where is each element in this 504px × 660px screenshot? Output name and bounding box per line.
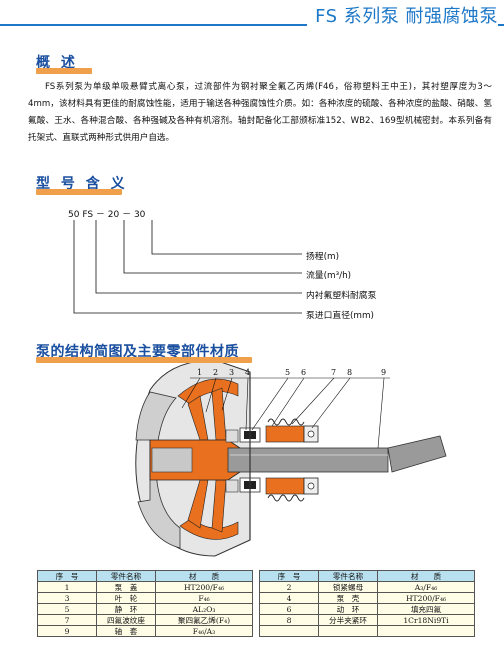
cell: A₃/F₄₆ bbox=[377, 581, 475, 593]
parts-table: 序 号 零件名称 材 质 序 号 零件名称 材 质 1 泵 盖 HT200/F₄… bbox=[37, 570, 475, 637]
callout-leaders bbox=[181, 377, 390, 449]
model-heading: 型 号 含 义 bbox=[36, 176, 128, 192]
legend-type: 内衬氟塑料耐腐泵 bbox=[306, 291, 377, 301]
cell bbox=[259, 625, 319, 637]
cell: 1 bbox=[37, 581, 97, 593]
pump-cross-section bbox=[135, 359, 447, 557]
structure-heading: 泵的结构简图及主要零部件材质 bbox=[36, 344, 239, 360]
col-header-no: 序 号 bbox=[37, 570, 97, 582]
structure-heading-bar bbox=[36, 357, 252, 363]
cell: 四氟波纹座 bbox=[96, 614, 156, 626]
table-row: 3 叶 轮 F₄₆ 4 泵 壳 HT200/F₄₆ bbox=[37, 592, 475, 604]
cell: 泵 盖 bbox=[96, 581, 156, 593]
cell: AL₂O₃ bbox=[155, 603, 253, 615]
cell: 轴 套 bbox=[96, 625, 156, 637]
callout-3: 3 bbox=[229, 368, 235, 377]
table-row: 9 轴 套 F₄₆/A₃ bbox=[37, 625, 475, 637]
cell: 锁紧螺母 bbox=[318, 581, 378, 593]
table-row: 5 静 环 AL₂O₃ 6 动 环 填充四氟 bbox=[37, 603, 475, 615]
cell: 聚四氟乙烯(F₄) bbox=[155, 614, 253, 626]
cell: 动 环 bbox=[318, 603, 378, 615]
cell: 1Cr18Ni9Ti bbox=[377, 614, 475, 626]
cell: 3 bbox=[37, 592, 97, 604]
page-header: FS 系列泵 耐强腐蚀泵 bbox=[0, 0, 504, 34]
cell: 分半夹紧环 bbox=[318, 614, 378, 626]
model-code: 50 FS － 20 － 30 bbox=[68, 210, 146, 220]
cell: 填充四氟 bbox=[377, 603, 475, 615]
legend-diameter: 泵进口直径(mm) bbox=[306, 311, 374, 321]
cell: 5 bbox=[37, 603, 97, 615]
legend-head: 扬程(m) bbox=[306, 252, 340, 262]
cell: HT200/F₄₆ bbox=[377, 592, 475, 604]
table-header-row: 序 号 零件名称 材 质 序 号 零件名称 材 质 bbox=[37, 570, 475, 582]
cell: 2 bbox=[259, 581, 319, 593]
callout-4: 4 bbox=[245, 368, 251, 377]
leader-head bbox=[151, 220, 302, 255]
cell: 泵 壳 bbox=[318, 592, 378, 604]
overview-paragraph: FS系列泵为单级单吸悬臂式离心泵，过流部件为钢衬聚全氟乙丙烯(F46，俗称塑料王… bbox=[28, 82, 492, 143]
cell: 8 bbox=[259, 614, 319, 626]
col-header-material: 材 质 bbox=[155, 570, 253, 582]
page-title: FS 系列泵 耐强腐蚀泵 bbox=[307, 2, 498, 28]
leader-diameter bbox=[73, 220, 302, 314]
cell: 叶 轮 bbox=[96, 592, 156, 604]
callout-6: 6 bbox=[301, 368, 307, 377]
callout-7: 7 bbox=[331, 368, 337, 377]
callout-2: 2 bbox=[213, 368, 219, 377]
cell: 9 bbox=[37, 625, 97, 637]
overview-heading: 概 述 bbox=[36, 55, 78, 71]
cell bbox=[318, 625, 378, 637]
model-heading-bar bbox=[36, 189, 122, 195]
overview-heading-bar bbox=[36, 68, 92, 74]
callout-1: 1 bbox=[197, 368, 203, 377]
cell: 7 bbox=[37, 614, 97, 626]
leader-flow bbox=[123, 220, 302, 274]
header-rule bbox=[0, 24, 504, 26]
cell: F₄₆ bbox=[155, 592, 253, 604]
cell: 静 环 bbox=[96, 603, 156, 615]
table-row: 7 四氟波纹座 聚四氟乙烯(F₄) 8 分半夹紧环 1Cr18Ni9Ti bbox=[37, 614, 475, 626]
callout-8: 8 bbox=[347, 368, 353, 377]
col-header-no-2: 序 号 bbox=[259, 570, 319, 582]
col-header-part-2: 零件名称 bbox=[318, 570, 378, 582]
table-row: 1 泵 盖 HT200/F₄₆ 2 锁紧螺母 A₃/F₄₆ bbox=[37, 581, 475, 593]
cell: 4 bbox=[259, 592, 319, 604]
callout-5: 5 bbox=[285, 368, 291, 377]
leader-type bbox=[95, 220, 302, 294]
col-header-part: 零件名称 bbox=[96, 570, 156, 582]
cell bbox=[377, 625, 475, 637]
cell: 6 bbox=[259, 603, 319, 615]
callout-9: 9 bbox=[381, 368, 387, 377]
cell: F₄₆/A₃ bbox=[155, 625, 253, 637]
model-leader-lines bbox=[73, 220, 302, 314]
cell: HT200/F₄₆ bbox=[155, 581, 253, 593]
col-header-material-2: 材 质 bbox=[377, 570, 475, 582]
legend-flow: 流量(m³/h) bbox=[306, 271, 352, 281]
